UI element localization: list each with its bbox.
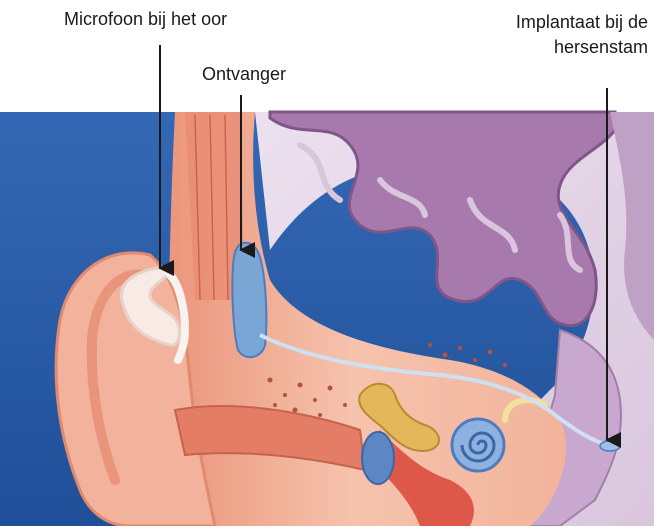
implant-label: Implantaat bij de hersenstam [516,10,648,60]
cochlea [452,419,504,471]
brainstem-implant [600,441,620,451]
eardrum [362,432,394,484]
implant-label-line2: hersenstam [516,35,648,60]
microphone-label: Microfoon bij het oor [64,8,227,30]
receiver-device [232,243,266,357]
implant-label-line1: Implantaat bij de [516,10,648,35]
receiver-label: Ontvanger [202,63,286,85]
